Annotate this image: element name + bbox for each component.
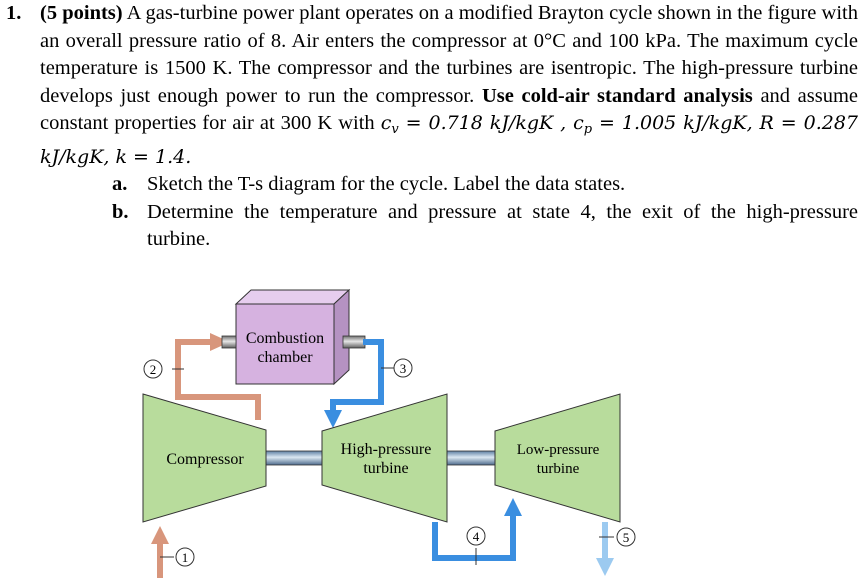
problem-body: (5 points) A gas-turbine power plant ope… xyxy=(40,0,858,254)
combustion-label-line-1: Combustion xyxy=(246,330,324,347)
chamber-outlet-stub xyxy=(342,335,366,349)
property-k: k = 1.4. xyxy=(115,145,192,168)
high-pressure-turbine xyxy=(321,393,448,523)
combustion-chamber xyxy=(235,303,335,385)
svg-text:4: 4 xyxy=(473,529,480,544)
shaft-compressor-hp xyxy=(261,450,327,466)
problem-assume: and assume constant properties for air a… xyxy=(40,84,859,135)
chamber-top-face xyxy=(234,289,351,305)
lp-turbine-label-line-1: Low-pressure xyxy=(517,442,600,458)
shaft-hp-lp xyxy=(446,450,498,466)
compressor xyxy=(142,393,267,523)
svg-text:2: 2 xyxy=(150,362,157,377)
problem-number: 1. xyxy=(6,2,22,24)
pipe-state-3 xyxy=(330,339,384,412)
arrow-down-icon xyxy=(596,558,614,576)
property-cp: cp = 1.005 kJ/kgK, xyxy=(573,112,760,137)
part-label: a. xyxy=(112,173,128,195)
problem-paragraph: (5 points) A gas-turbine power plant ope… xyxy=(40,0,858,171)
state-marker-2: 2 xyxy=(143,359,184,379)
state-marker-1: 1 xyxy=(160,547,195,567)
arrow-up-icon xyxy=(151,526,169,544)
hp-turbine-label-line-1: High-pressure xyxy=(341,441,432,458)
property-cv: cv = 0.718 kJ/kgK , xyxy=(380,112,574,137)
part-b: b. Determine the temperature and pressure… xyxy=(40,199,858,254)
brayton-cycle-figure: Combustion chamber Compressor High-press… xyxy=(142,288,636,578)
svg-text:5: 5 xyxy=(623,530,630,545)
hp-turbine-label-line-2: turbine xyxy=(363,460,408,477)
problem-intro: A gas-turbine power plant operates on a … xyxy=(40,2,858,107)
points-label: (5 points) xyxy=(40,2,123,24)
combustion-label-line-2: chamber xyxy=(257,349,313,366)
pipe-state-4 xyxy=(432,514,516,561)
low-pressure-turbine xyxy=(494,393,621,523)
state-marker-3: 3 xyxy=(381,358,413,378)
state-marker-4: 4 xyxy=(466,526,486,565)
arrow-down-icon xyxy=(324,410,342,428)
property-r: R = 0.287 kJ/kgK, xyxy=(40,112,859,168)
chamber-inlet-stub xyxy=(221,335,237,349)
part-text: Sketch the T-s diagram for the cycle. La… xyxy=(147,173,626,195)
svg-text:3: 3 xyxy=(400,361,407,376)
arrow-right-icon xyxy=(210,333,230,351)
compressor-label: Compressor xyxy=(166,451,244,468)
part-label: b. xyxy=(112,200,129,223)
state-marker-5: 5 xyxy=(599,527,636,547)
problem-parts: a. Sketch the T-s diagram for the cycle. … xyxy=(40,171,858,254)
part-text: Determine the temperature and pressure a… xyxy=(147,200,858,251)
pipe-state-2 xyxy=(175,339,261,420)
part-a: a. Sketch the T-s diagram for the cycle. … xyxy=(40,171,858,199)
arrow-up-icon xyxy=(504,498,522,516)
svg-text:1: 1 xyxy=(182,550,189,565)
problem-statement: 1. (5 points) A gas-turbine power plant … xyxy=(6,0,858,254)
problem-emphasis: Use cold-air standard analysis xyxy=(481,84,753,107)
lp-turbine-label-line-2: turbine xyxy=(537,461,580,477)
